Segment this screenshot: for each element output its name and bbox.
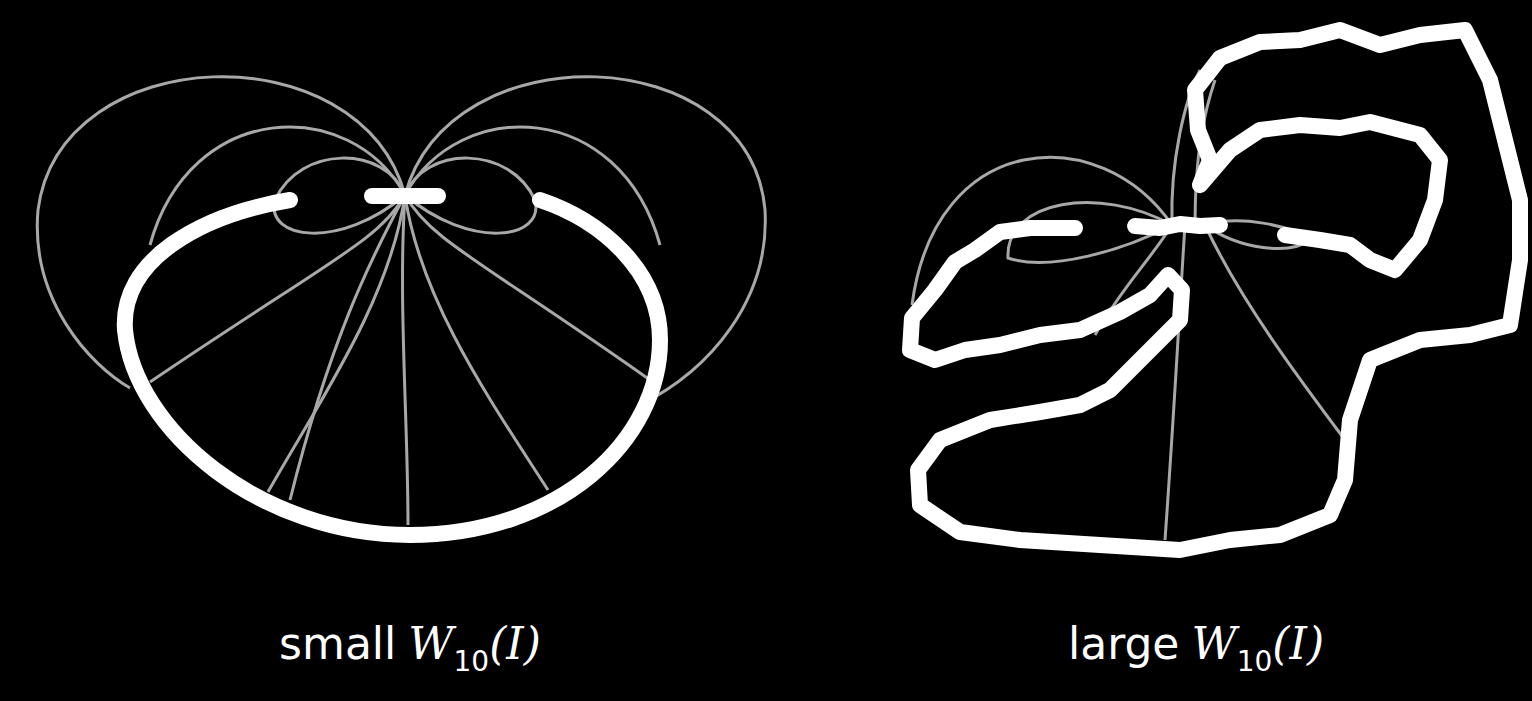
caption: largeW10(I) [1068,618,1324,669]
caption: smallW10(I) [279,618,541,669]
math-symbol: (I) [489,618,541,669]
math-symbol: 10 [1237,645,1273,678]
math-symbol: 10 [454,645,490,678]
math-symbol: W [408,618,453,669]
field-lines [37,70,1345,540]
caption-word: small [279,618,396,669]
caption-word: large [1068,618,1180,669]
curve [125,30,1520,550]
math-symbol: W [1191,618,1236,669]
math-symbol: (I) [1272,618,1324,669]
